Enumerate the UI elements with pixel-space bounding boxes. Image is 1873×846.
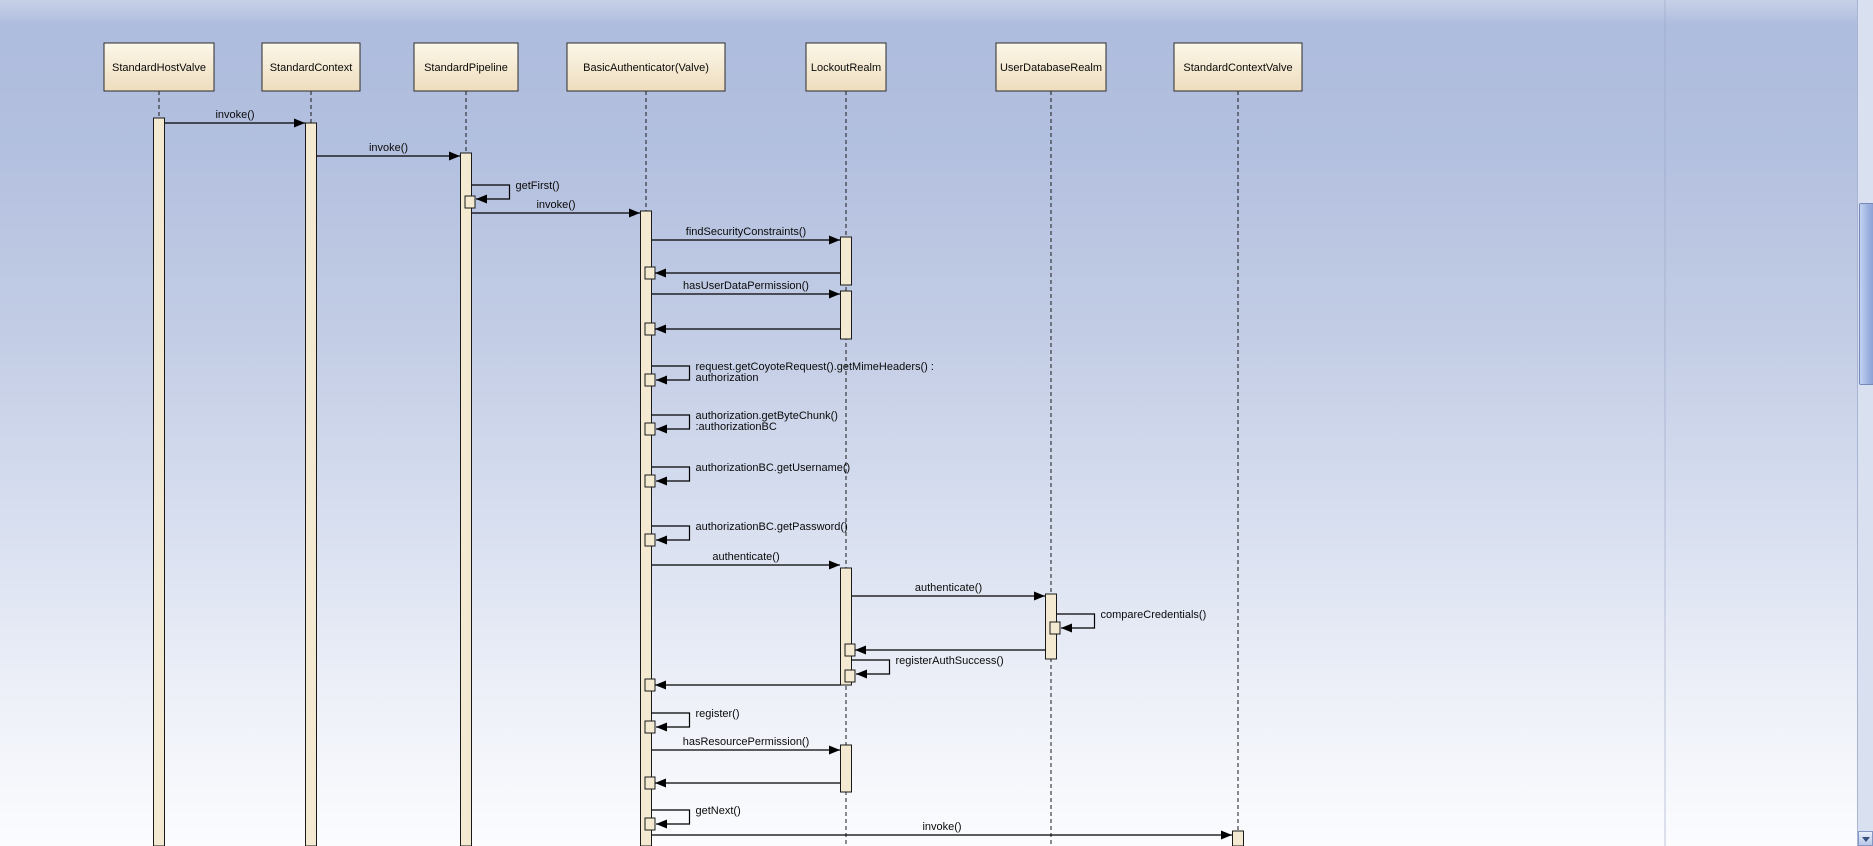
nested-activation-BasicAuthenticator <box>644 322 656 336</box>
actor-label-StandardContext: StandardContext <box>270 62 353 74</box>
nested-activation-BasicAuthenticator <box>644 474 656 488</box>
message-self-call-arrow <box>651 365 691 385</box>
message-label: authenticate() <box>712 551 779 563</box>
message-self-call-arrow <box>851 659 891 679</box>
actor-head-BasicAuthenticator <box>566 42 726 92</box>
actor-head-StandardPipeline <box>413 42 519 92</box>
actor-head-UserDatabaseRealm <box>995 42 1107 92</box>
message-label: invoke() <box>536 199 575 211</box>
message-self-call-arrow <box>651 809 691 829</box>
message-label: register() <box>696 708 740 720</box>
nested-activation-BasicAuthenticator <box>644 373 656 387</box>
message-label: registerAuthSuccess() <box>896 655 1004 667</box>
activation-bar-LockoutRealm <box>840 290 852 340</box>
nested-activation-BasicAuthenticator <box>644 266 656 280</box>
activation-bar-StandardHostValve <box>153 117 165 846</box>
actor-head-StandardHostValve <box>103 42 215 92</box>
activation-bar-LockoutRealm <box>840 744 852 793</box>
nested-activation-LockoutRealm <box>844 643 856 657</box>
activation-bar-StandardContextValve <box>1232 830 1244 846</box>
nested-activation-StandardPipeline <box>464 195 476 209</box>
scrollbar-thumb[interactable] <box>1859 203 1873 385</box>
message-label: authorizationBC.getUsername() <box>696 462 851 474</box>
message-label: findSecurityConstraints() <box>686 226 806 238</box>
actor-label-StandardHostValve: StandardHostValve <box>112 62 206 74</box>
nested-activation-BasicAuthenticator <box>644 678 656 692</box>
message-label: authorization.getByteChunk() <box>696 410 838 422</box>
nested-activation-UserDatabaseRealm <box>1049 621 1061 635</box>
activation-bar-BasicAuthenticator <box>640 210 652 846</box>
actor-label-UserDatabaseRealm: UserDatabaseRealm <box>1000 62 1102 74</box>
nested-activation-BasicAuthenticator <box>644 533 656 547</box>
message-label: invoke() <box>369 142 408 154</box>
message-self-call-arrow <box>471 184 511 204</box>
message-self-call-arrow <box>651 525 691 545</box>
message-label: compareCredentials() <box>1101 609 1207 621</box>
actor-head-StandardContext <box>261 42 361 92</box>
activation-bar-StandardContext <box>305 122 317 846</box>
actor-label-LockoutRealm: LockoutRealm <box>811 62 881 74</box>
message-label: invoke() <box>215 109 254 121</box>
message-label: hasResourcePermission() <box>683 736 810 748</box>
message-self-call-arrow <box>1056 613 1096 633</box>
actor-head-StandardContextValve <box>1173 42 1303 92</box>
activation-bar-LockoutRealm <box>840 567 852 686</box>
nested-activation-BasicAuthenticator <box>644 720 656 734</box>
nested-activation-BasicAuthenticator <box>644 422 656 436</box>
message-label: hasUserDataPermission() <box>683 280 809 292</box>
message-label: request.getCoyoteRequest().getMimeHeader… <box>696 361 934 373</box>
vertical-scrollbar[interactable] <box>1857 0 1873 846</box>
message-label: getNext() <box>696 805 741 817</box>
actor-head-LockoutRealm <box>805 42 887 92</box>
message-label: invoke() <box>922 821 961 833</box>
message-label: :authorizationBC <box>696 421 777 433</box>
message-label: authenticate() <box>915 582 982 594</box>
message-self-call-arrow <box>651 712 691 732</box>
actor-label-StandardPipeline: StandardPipeline <box>424 62 508 74</box>
message-label: authorization <box>696 372 759 384</box>
activation-bar-StandardPipeline <box>460 152 472 846</box>
message-self-call-arrow <box>651 414 691 434</box>
nested-activation-BasicAuthenticator <box>644 776 656 790</box>
actor-label-BasicAuthenticator: BasicAuthenticator(Valve) <box>583 62 709 74</box>
message-label: getFirst() <box>516 180 560 192</box>
activation-bar-LockoutRealm <box>840 236 852 286</box>
nested-activation-BasicAuthenticator <box>644 817 656 831</box>
message-label: authorizationBC.getPassword() <box>696 521 848 533</box>
scroll-down-icon <box>1862 837 1870 842</box>
nested-activation-LockoutRealm <box>844 669 856 683</box>
message-self-call-arrow <box>651 466 691 486</box>
actor-label-StandardContextValve: StandardContextValve <box>1183 62 1292 74</box>
scroll-down-button[interactable] <box>1858 831 1873 846</box>
